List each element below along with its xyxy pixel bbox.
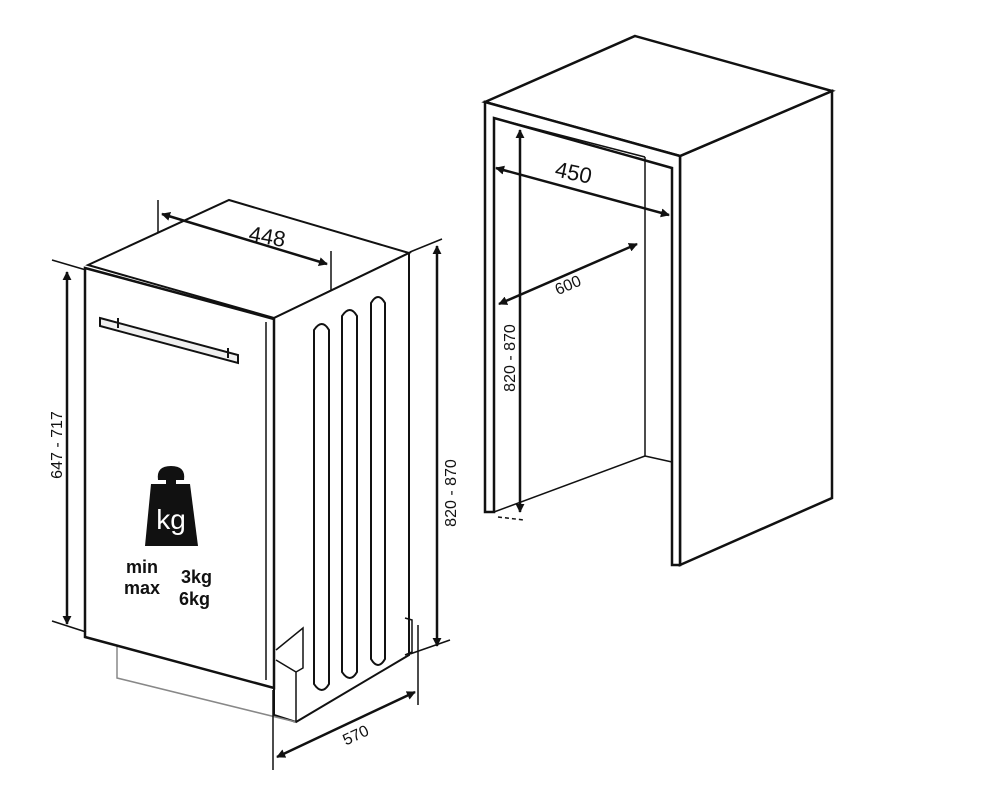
dishwasher-dimensions xyxy=(51,200,451,770)
niche-depth-label: 600 xyxy=(553,273,584,299)
niche-height-label: 820 - 870 xyxy=(502,324,519,392)
door-weight-min-label: min xyxy=(126,557,158,577)
door-weight-max-label: max xyxy=(124,578,160,598)
dishwasher-depth-label: 570 xyxy=(340,723,371,750)
dishwasher-door-height-label: 647 - 717 xyxy=(49,411,66,479)
side-grooves xyxy=(313,296,386,691)
door-weight-max-value: 6kg xyxy=(179,589,210,609)
weight-icon: kg xyxy=(145,466,198,546)
dishwasher-plinth xyxy=(116,643,297,723)
installation-niche xyxy=(481,34,836,567)
door-handle xyxy=(99,316,239,365)
door-weight-min-value: 3kg xyxy=(181,567,212,587)
dishwasher-height-label: 820 - 870 xyxy=(443,459,460,527)
niche-dimensions xyxy=(495,129,670,513)
weight-icon-label: kg xyxy=(156,504,186,535)
dishwasher: kg min max 3kg 6kg xyxy=(83,198,413,724)
